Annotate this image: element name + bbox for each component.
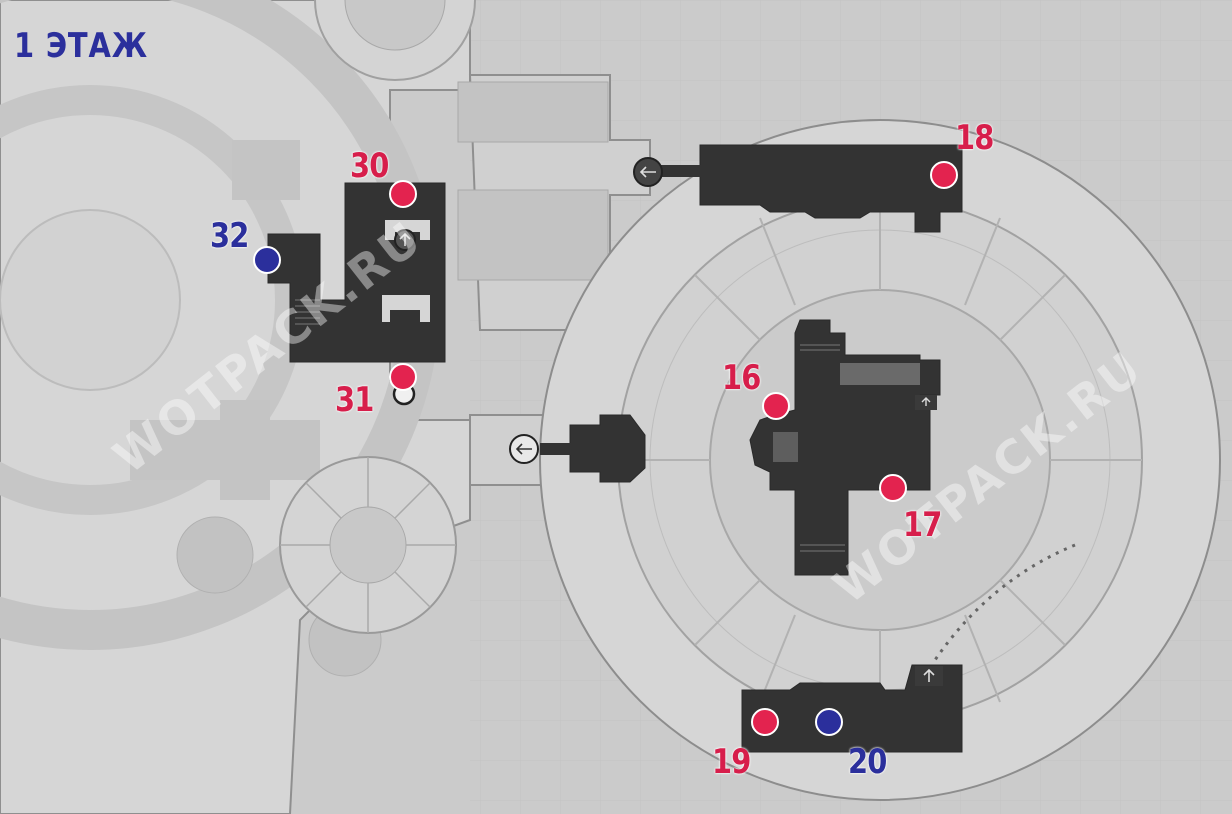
- arrow-left-icon: [633, 157, 663, 187]
- stairs: [295, 299, 845, 552]
- room-top-right: [699, 144, 963, 233]
- room-bottom: [741, 664, 963, 753]
- marker-label-18: 18: [955, 118, 994, 158]
- arrow-up-icon: [915, 395, 937, 410]
- room-small-west: [569, 414, 646, 483]
- marker-dot-18[interactable]: [930, 161, 958, 189]
- marker-dot-17[interactable]: [879, 474, 907, 502]
- connectors: [540, 165, 702, 455]
- marker-label-20: 20: [848, 742, 887, 782]
- top-round-hall: [314, 0, 476, 81]
- marker-label-17: 17: [903, 505, 942, 545]
- marker-dot-30[interactable]: [389, 180, 417, 208]
- marker-dot-32[interactable]: [253, 246, 281, 274]
- marker-label-19: 19: [712, 742, 751, 782]
- marker-label-31: 31: [335, 380, 374, 420]
- marker-dot-20[interactable]: [815, 708, 843, 736]
- arrow-up-icon: [394, 229, 416, 251]
- bottom-round-hall: [279, 456, 457, 634]
- arrow-left-icon: [509, 434, 539, 464]
- marker-dot-19[interactable]: [751, 708, 779, 736]
- marker-label-32: 32: [210, 216, 249, 256]
- marker-dot-16[interactable]: [762, 392, 790, 420]
- arrow-up-icon: [915, 666, 943, 686]
- marker-dot-31[interactable]: [389, 363, 417, 391]
- marker-label-16: 16: [722, 358, 761, 398]
- marker-label-30: 30: [350, 146, 389, 186]
- marker-dots: [253, 161, 958, 736]
- floor-title: 1 ЭТАЖ: [14, 26, 148, 66]
